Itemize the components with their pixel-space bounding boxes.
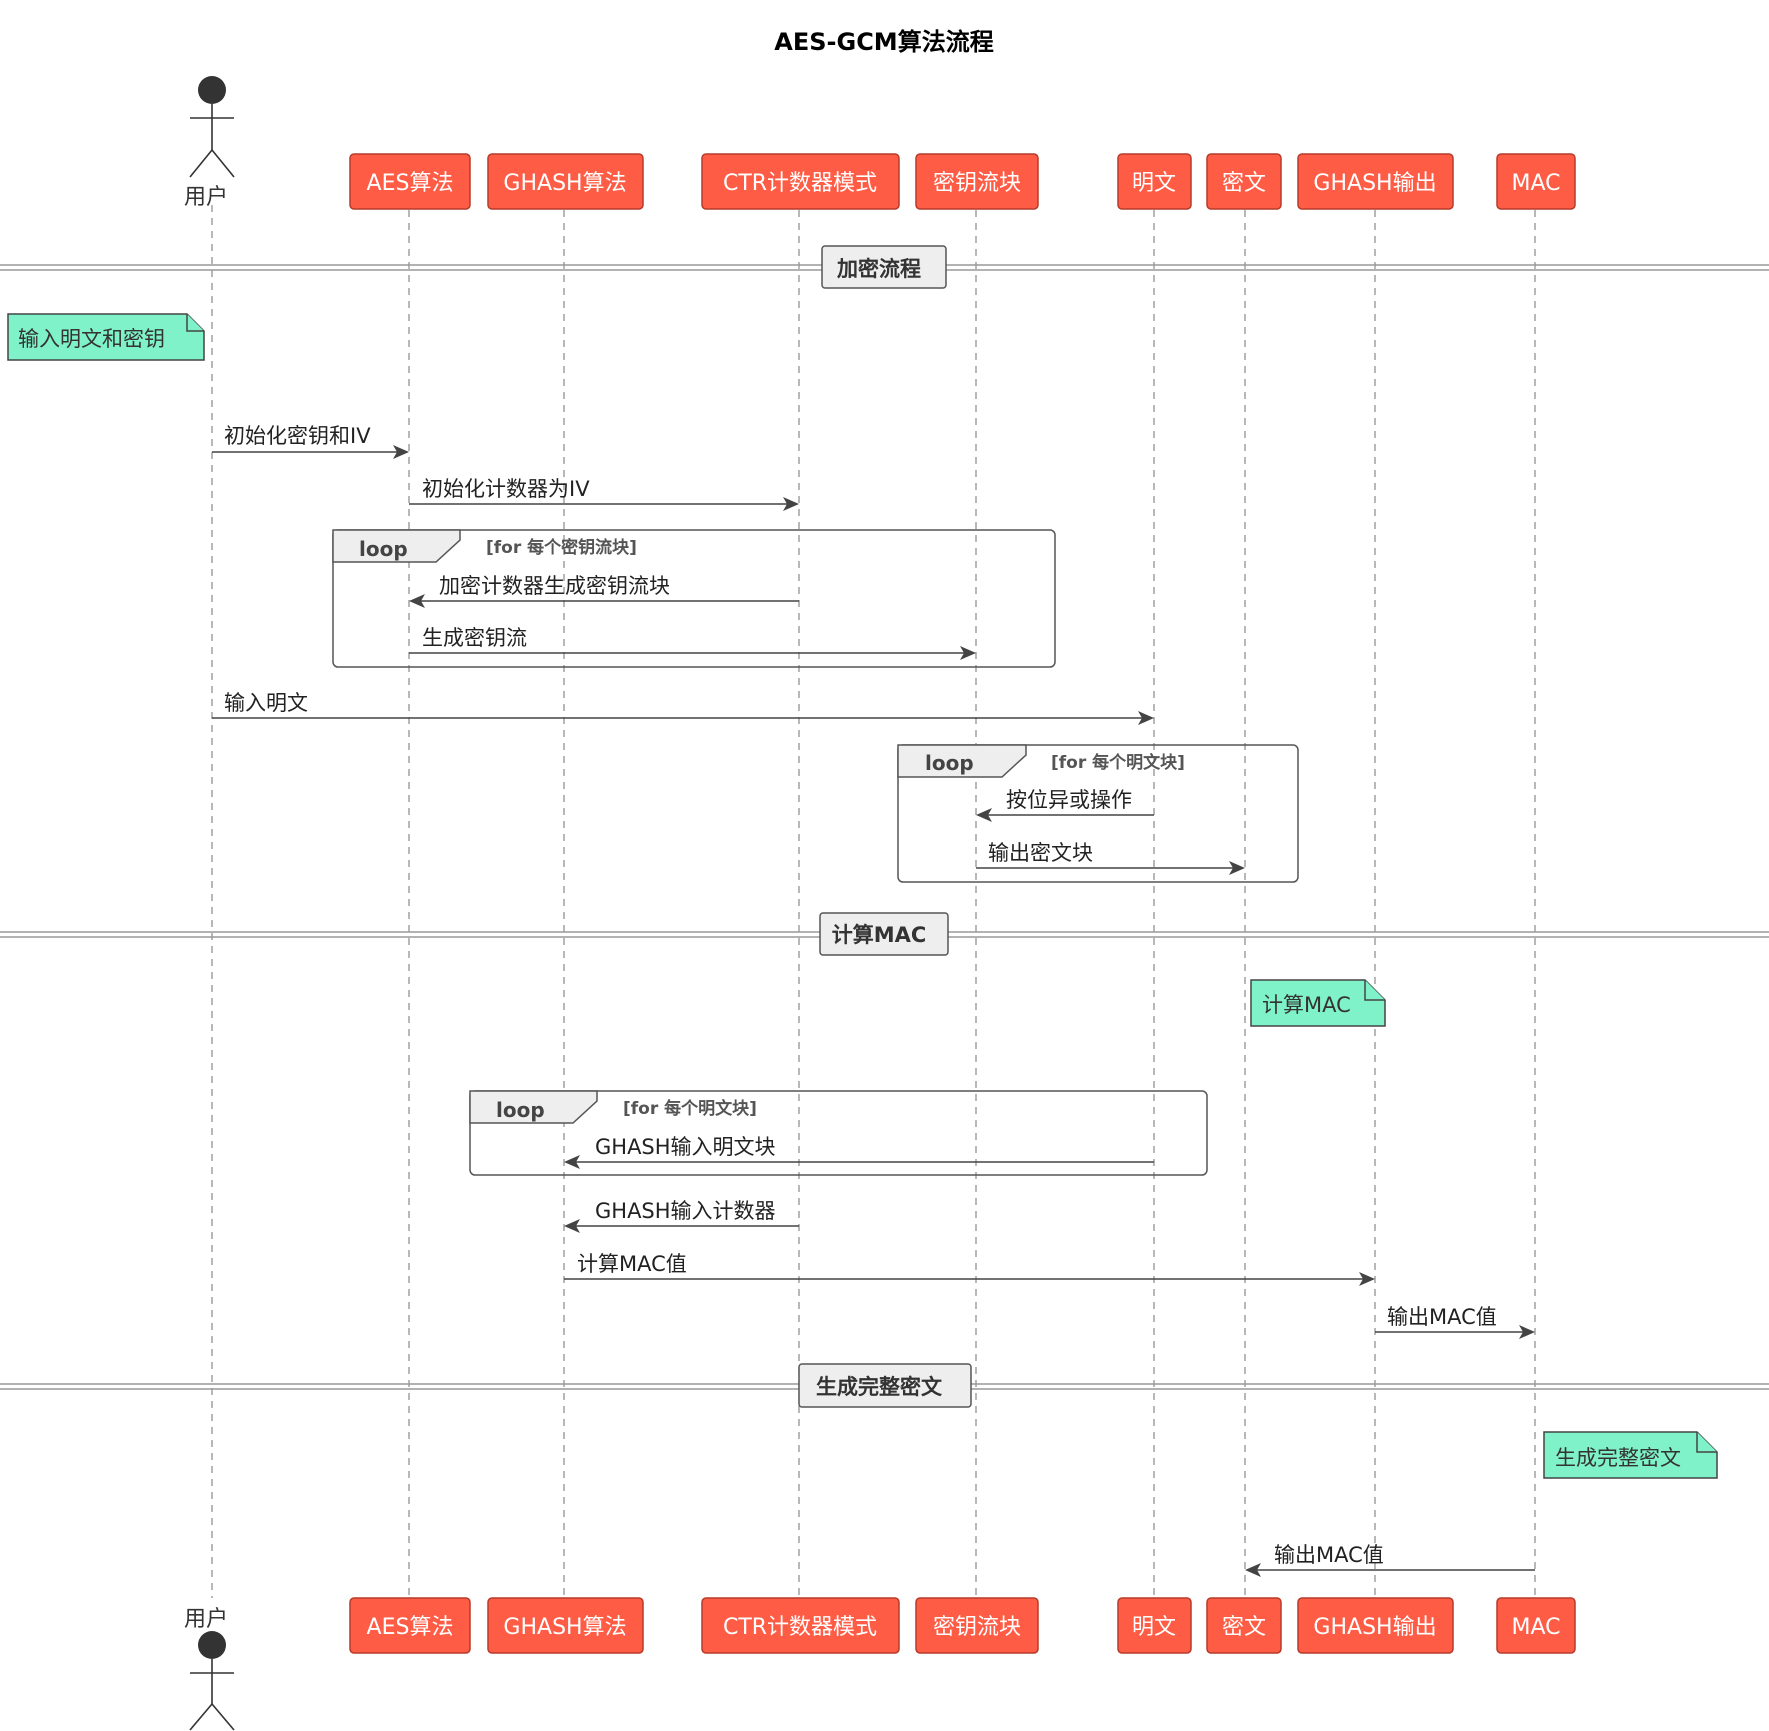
section-divider: 计算MAC	[0, 912, 1769, 956]
message-label: GHASH输入计数器	[595, 1199, 776, 1223]
message-label: 输出MAC值	[1274, 1543, 1384, 1567]
message-label: 输出密文块	[988, 841, 1093, 865]
message: 输出MAC值	[1245, 1543, 1535, 1577]
participant-label: AES算法	[367, 171, 454, 196]
message-label: 加密计数器生成密钥流块	[439, 574, 670, 598]
participant-box	[487, 1597, 644, 1654]
participant-box	[701, 153, 900, 210]
participant-box	[1297, 153, 1454, 210]
message-label: 初始化计数器为IV	[422, 477, 590, 501]
message: 输出MAC值	[1375, 1305, 1535, 1339]
note: 生成完整密文	[1543, 1431, 1718, 1479]
actor-label: 用户	[184, 185, 228, 210]
message-label: 生成密钥流	[422, 626, 527, 650]
message: 初始化密钥和IV	[212, 424, 409, 459]
message-label: 初始化密钥和IV	[224, 424, 371, 448]
actor-head	[198, 1631, 226, 1659]
note-text: 输入明文和密钥	[18, 327, 165, 351]
message: GHASH输入计数器	[564, 1199, 799, 1233]
message: 输入明文	[212, 691, 1154, 725]
message: 生成密钥流	[409, 626, 976, 660]
message-label: 输出MAC值	[1387, 1305, 1497, 1329]
participant-box	[915, 153, 1039, 210]
section-label-box	[821, 245, 947, 289]
participants-top: AES算法 GHASH算法 CTR计数器模式 密钥流块 明文 密文 GHASH输…	[349, 153, 1576, 210]
participant-box	[349, 1597, 471, 1654]
message: 输出密文块	[976, 841, 1245, 875]
message: 按位异或操作	[976, 788, 1154, 822]
participant-box	[349, 153, 471, 210]
participant-box	[701, 1597, 900, 1654]
actor-label: 用户	[184, 1607, 228, 1632]
participant-box	[1117, 1597, 1192, 1654]
participant-box	[1496, 153, 1576, 210]
loop-label: loop	[359, 537, 408, 561]
loop-label: loop	[496, 1098, 545, 1122]
section-label: 生成完整密文	[816, 1375, 943, 1399]
actor-head	[198, 76, 226, 104]
loop-label: loop	[925, 751, 974, 775]
loop-frame: loop [for 每个明文块]	[469, 1090, 1208, 1176]
participant-label: AES算法	[367, 1615, 454, 1640]
participant-box	[915, 1597, 1039, 1654]
section-label-box	[798, 1363, 972, 1408]
loop-frame: loop [for 每个明文块]	[897, 744, 1299, 883]
message-label: 输入明文	[224, 691, 308, 715]
message: 计算MAC值	[564, 1252, 1375, 1286]
section-label-box	[819, 912, 949, 956]
message: GHASH输入明文块	[564, 1135, 1154, 1169]
participant-label: 密文	[1222, 1615, 1266, 1640]
actor-user-top: 用户	[184, 76, 235, 210]
participant-box	[1206, 1597, 1282, 1654]
participant-label: CTR计数器模式	[723, 1615, 877, 1640]
participants-bottom: AES算法 GHASH算法 CTR计数器模式 密钥流块 明文 密文 GHASH输…	[349, 1597, 1576, 1654]
section-divider: 加密流程	[0, 245, 1769, 289]
participant-box	[1117, 153, 1192, 210]
section-label: 加密流程	[836, 257, 921, 281]
participant-label: GHASH算法	[503, 1615, 626, 1640]
participant-label: GHASH算法	[503, 171, 626, 196]
actor-user-bottom: 用户	[184, 1607, 235, 1731]
loop-condition: [for 每个密钥流块]	[486, 537, 637, 558]
participant-label: 密钥流块	[933, 1615, 1021, 1640]
participant-label: 密文	[1222, 171, 1266, 196]
loop-frame: loop [for 每个密钥流块]	[332, 529, 1056, 668]
participant-label: 密钥流块	[933, 171, 1021, 196]
lifelines	[211, 205, 1536, 1598]
note-text: 计算MAC	[1262, 993, 1351, 1017]
participant-label: MAC	[1511, 171, 1560, 196]
message-label: 计算MAC值	[577, 1252, 687, 1276]
participant-label: CTR计数器模式	[723, 171, 877, 196]
participant-box	[1297, 1597, 1454, 1654]
message-label: 按位异或操作	[1006, 788, 1132, 812]
loop-condition: [for 每个明文块]	[623, 1098, 757, 1119]
message: 加密计数器生成密钥流块	[409, 574, 799, 608]
diagram-title: AES-GCM算法流程	[774, 28, 993, 56]
participant-box	[487, 153, 644, 210]
note-text: 生成完整密文	[1555, 1446, 1681, 1470]
section-label: 计算MAC	[832, 923, 927, 947]
message-label: GHASH输入明文块	[595, 1135, 776, 1159]
participant-label: MAC	[1511, 1615, 1560, 1640]
note: 输入明文和密钥	[7, 313, 205, 361]
note: 计算MAC	[1250, 979, 1386, 1027]
participant-label: 明文	[1132, 171, 1176, 196]
section-divider: 生成完整密文	[0, 1363, 1769, 1408]
participant-label: GHASH输出	[1313, 171, 1436, 196]
loop-condition: [for 每个明文块]	[1051, 752, 1185, 773]
participant-box	[1496, 1597, 1576, 1654]
participant-label: GHASH输出	[1313, 1615, 1436, 1640]
participant-label: 明文	[1132, 1615, 1176, 1640]
message: 初始化计数器为IV	[409, 477, 799, 511]
participant-box	[1206, 153, 1282, 210]
